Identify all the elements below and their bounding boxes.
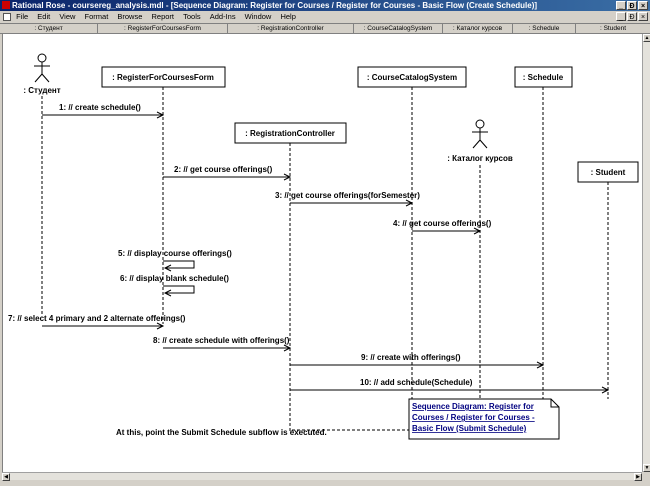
message-4-arrowhead bbox=[473, 227, 482, 235]
message-3-arrowhead bbox=[405, 199, 414, 207]
object-form-label: : RegisterForCoursesForm bbox=[112, 73, 214, 82]
maximize-button[interactable]: Ɖ bbox=[627, 1, 637, 10]
rational-rose-icon bbox=[2, 1, 10, 9]
vertical-scrollbar[interactable]: ▲ ▼ bbox=[642, 34, 650, 472]
header-cell-student-ru[interactable]: : Студент bbox=[0, 24, 98, 33]
minimize-button[interactable]: _ bbox=[616, 1, 626, 10]
actor-right-leg bbox=[479, 139, 488, 149]
note-shape bbox=[408, 398, 560, 440]
menu-bar: File Edit View Format Browse Report Tool… bbox=[0, 11, 650, 23]
header-cell-catalog-system[interactable]: : CourseCatalogSystem bbox=[354, 24, 443, 33]
object-schedule-label: : Schedule bbox=[523, 73, 564, 82]
actor-catalog-ru-label: : Каталог курсов bbox=[447, 154, 513, 163]
message-1-label: 1: // create schedule() bbox=[59, 103, 141, 112]
message-3-label: 3: // get course offerings(forSemester) bbox=[275, 191, 420, 200]
actor-head bbox=[475, 119, 485, 129]
menu-add-ins[interactable]: Add-Ins bbox=[209, 12, 236, 21]
message-5-arrow[interactable] bbox=[163, 260, 195, 269]
message-9-arrowhead bbox=[536, 361, 545, 369]
message-5-arrowhead bbox=[163, 264, 172, 272]
actor-student-ru-label: : Студент bbox=[23, 86, 60, 95]
message-2-label: 2: // get course offerings() bbox=[174, 165, 273, 174]
doc-minimize-button[interactable]: _ bbox=[616, 12, 626, 21]
linked-note-line-1: Sequence Diagram: Register for bbox=[412, 402, 534, 411]
window-title: Rational Rose - coursereg_analysis.mdl -… bbox=[12, 1, 538, 10]
object-student-label: : Student bbox=[591, 168, 626, 177]
message-2-arrowhead bbox=[283, 173, 292, 181]
linked-note-line-2: Courses / Register for Courses - bbox=[412, 413, 535, 422]
menu-help[interactable]: Help bbox=[280, 12, 296, 21]
scroll-down-arrow-icon[interactable]: ▼ bbox=[643, 464, 650, 472]
actor-catalog-ru[interactable]: : Каталог курсов bbox=[447, 119, 513, 163]
horizontal-scrollbar[interactable]: ◀ ▶ bbox=[2, 472, 642, 481]
window-controls: _Ɖ× bbox=[615, 0, 648, 11]
doc-restore-button[interactable]: Ɖ bbox=[627, 12, 637, 21]
message-9-label: 9: // create with offerings() bbox=[361, 353, 461, 362]
header-cell-catalog-ru[interactable]: : Каталог курсов bbox=[443, 24, 513, 33]
linked-diagram-note[interactable]: Sequence Diagram: Register for Courses /… bbox=[408, 398, 560, 440]
size-grip-icon[interactable] bbox=[642, 472, 650, 480]
actor-head bbox=[37, 53, 47, 63]
message-6-arrowhead bbox=[163, 289, 172, 297]
scroll-left-arrow-icon[interactable]: ◀ bbox=[2, 473, 10, 481]
message-5-label: 5: // display course offerings() bbox=[118, 249, 232, 258]
message-8-label: 8: // create schedule with offerings() bbox=[153, 336, 290, 345]
message-10-arrowhead bbox=[601, 386, 610, 394]
menu-browse[interactable]: Browse bbox=[117, 12, 143, 21]
message-7-label: 7: // select 4 primary and 2 alternate o… bbox=[8, 314, 186, 323]
message-7-arrowhead bbox=[156, 322, 165, 330]
message-1-arrowhead bbox=[156, 111, 165, 119]
message-6-arrow[interactable] bbox=[163, 285, 195, 294]
menu-file[interactable]: File bbox=[16, 12, 29, 21]
close-button[interactable]: × bbox=[638, 1, 648, 10]
message-6-label: 6: // display blank schedule() bbox=[120, 274, 229, 283]
linked-note-line-3: Basic Flow (Submit Schedule) bbox=[412, 424, 527, 433]
actor-student-ru[interactable]: : Студент bbox=[23, 53, 61, 95]
message-10-label: 10: // add schedule(Schedule) bbox=[360, 378, 473, 387]
lifeline-header-bar: : Студент : RegisterForCoursesForm : Reg… bbox=[0, 23, 650, 34]
doc-close-button[interactable]: × bbox=[638, 12, 648, 21]
document-icon[interactable] bbox=[3, 13, 11, 21]
diagram-canvas[interactable]: : Студент : RegisterForCoursesForm : Reg… bbox=[2, 34, 642, 472]
object-controller-label: : RegistrationController bbox=[245, 129, 335, 138]
actor-left-leg bbox=[34, 73, 43, 83]
menu-format[interactable]: Format bbox=[84, 12, 109, 21]
header-cell-student[interactable]: : Student bbox=[599, 25, 627, 32]
note-text[interactable]: At this, point the Submit Schedule subfl… bbox=[116, 428, 327, 437]
actor-right-leg bbox=[41, 73, 50, 83]
title-bar: Rational Rose - coursereg_analysis.mdl -… bbox=[0, 0, 650, 11]
message-8-arrowhead bbox=[283, 344, 292, 352]
note-fold bbox=[550, 399, 559, 408]
header-cell-form[interactable]: : RegisterForCoursesForm bbox=[98, 24, 228, 33]
scroll-right-arrow-icon[interactable]: ▶ bbox=[634, 473, 642, 481]
header-cell-controller[interactable]: : RegistrationController bbox=[228, 24, 354, 33]
menu-edit[interactable]: Edit bbox=[37, 12, 51, 21]
message-4-label: 4: // get course offerings() bbox=[393, 219, 492, 228]
menu-tools[interactable]: Tools bbox=[183, 12, 201, 21]
scroll-up-arrow-icon[interactable]: ▲ bbox=[643, 34, 650, 42]
sequence-diagram: : Студент : RegisterForCoursesForm : Reg… bbox=[8, 53, 639, 440]
menu-report[interactable]: Report bbox=[151, 12, 175, 21]
object-catalog-system-label: : CourseCatalogSystem bbox=[367, 73, 457, 82]
mdi-controls: _Ɖ× bbox=[615, 11, 648, 23]
menu-window[interactable]: Window bbox=[244, 12, 272, 21]
menu-view[interactable]: View bbox=[59, 12, 76, 21]
header-cell-schedule[interactable]: : Schedule bbox=[513, 24, 576, 33]
actor-left-leg bbox=[472, 139, 481, 149]
